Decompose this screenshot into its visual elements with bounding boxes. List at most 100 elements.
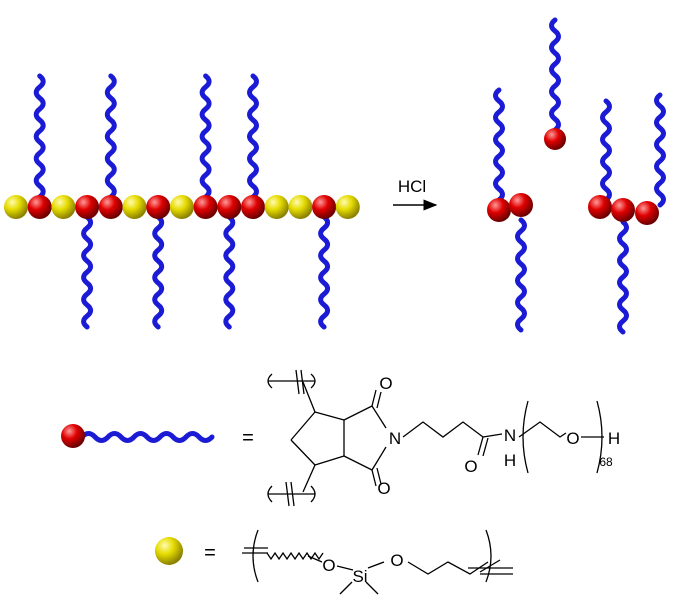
peg-left-bracket	[522, 400, 529, 474]
pnb-ring-bond-2	[290, 439, 316, 466]
imide-co-top-2	[376, 391, 382, 409]
red-bead	[312, 195, 337, 219]
red-bead	[241, 195, 265, 219]
fragment-chain-up	[493, 87, 505, 203]
legend-yellow-bead	[155, 537, 183, 565]
fragment-chain-down	[617, 219, 629, 335]
red-bead	[146, 195, 171, 219]
atom-o-top: O	[379, 374, 392, 393]
pnb-ring-bond-3	[314, 455, 345, 466]
pnb-ring-bond-5	[314, 411, 345, 421]
butyl-linker	[402, 421, 484, 438]
red-bead	[588, 195, 612, 219]
red-bead	[193, 195, 218, 219]
siloxane-si-o-right	[367, 561, 385, 569]
reagent-label: HCl	[398, 177, 426, 196]
amide-co-1	[477, 436, 484, 456]
yellow-bead	[4, 195, 28, 219]
red-bead	[509, 193, 533, 217]
atom-o-siloxane-right: O	[390, 551, 403, 570]
legend-equals-yellow: =	[204, 542, 216, 564]
imide-bond-1	[343, 405, 373, 421]
pnb-peg-structure	[267, 369, 604, 507]
pnb-top-double-1	[295, 369, 300, 395]
atom-o-ether: O	[566, 429, 579, 448]
fragment-chain-up	[654, 92, 666, 208]
legend-pnb-peg: =	[61, 424, 254, 449]
legend-chain-path	[79, 431, 215, 443]
pnb-peg-atoms: O O N O N H O H 68	[377, 374, 620, 498]
atom-o-bottom: O	[377, 479, 390, 498]
pnb-bottom-double-2	[290, 481, 295, 507]
siloxane-si-methyl-1	[339, 581, 353, 595]
atom-n-amide: N	[504, 426, 516, 445]
red-bead	[75, 195, 100, 219]
imide-co-bottom-1	[371, 469, 377, 487]
amide-co-2	[482, 437, 489, 457]
copolymer-chain-down	[223, 214, 236, 330]
copolymer-chain-up	[104, 73, 117, 200]
copolymer-chain-up	[199, 73, 212, 200]
atom-h-amide: H	[504, 451, 516, 470]
yellow-bead	[169, 195, 194, 219]
copolymer-peg-chains	[33, 73, 331, 330]
fragment-chain-up	[549, 17, 561, 133]
legend-siloxane: =	[155, 537, 216, 565]
pnb-bottom-vinyl	[302, 464, 316, 493]
copolymer-chain-down	[152, 214, 165, 330]
siloxane-right-bracket	[485, 529, 492, 583]
siloxane-atoms: O Si O	[322, 551, 403, 586]
red-bead	[635, 201, 659, 225]
pnb-ring-bond-1	[290, 411, 316, 441]
copolymer-chain-down	[81, 214, 94, 330]
imide-co-top-1	[371, 389, 377, 407]
atom-h-end: H	[608, 429, 620, 448]
imide-bond-3	[371, 405, 387, 429]
imide-bond-4	[371, 446, 387, 471]
siloxane-c-o-left	[307, 555, 323, 563]
red-bead	[98, 195, 123, 219]
yellow-bead	[122, 195, 147, 219]
fragment-beads	[487, 128, 659, 225]
legend-peg-chain	[79, 431, 215, 443]
copolymer-backbone	[4, 195, 360, 219]
copolymer-chain-down	[318, 214, 331, 330]
copolymer-chain-up	[247, 73, 259, 200]
red-bead	[611, 198, 635, 222]
red-bead	[487, 198, 511, 222]
peg-chain	[518, 421, 567, 438]
imide-bond-2	[343, 455, 373, 471]
siloxane-si-methyl-2	[365, 581, 379, 595]
fragment-chain-down	[515, 217, 527, 333]
siloxane-wavy-bond	[266, 551, 324, 561]
reaction-arrow-group: HCl	[393, 177, 438, 211]
yellow-bead	[335, 195, 360, 219]
legend-equals-red: =	[242, 427, 254, 449]
peg-repeat-count: 68	[599, 455, 613, 469]
fragment-chain-up	[600, 98, 612, 203]
atom-si: Si	[352, 567, 367, 586]
yellow-bead	[51, 195, 76, 219]
siloxane-propyl-chain	[407, 561, 489, 575]
red-bead	[544, 128, 566, 150]
red-bead	[27, 195, 52, 219]
siloxane-left-bracket	[252, 529, 259, 583]
degradation-products	[487, 17, 666, 335]
siloxane-structure	[242, 529, 513, 595]
atom-o-siloxane-left: O	[322, 556, 335, 575]
atom-o-amide: O	[464, 457, 477, 476]
siloxane-o-si-left	[336, 565, 354, 571]
yellow-bead	[288, 195, 313, 219]
imide-co-bottom-2	[376, 467, 382, 485]
copolymer-brush	[4, 73, 360, 330]
copolymer-chain-up	[33, 73, 46, 200]
red-bead	[217, 195, 242, 219]
amide-cn	[482, 433, 503, 438]
yellow-bead	[264, 195, 289, 219]
pnb-top-vinyl	[302, 381, 316, 413]
atom-n-imide: N	[389, 429, 401, 448]
legend-red-bead	[61, 424, 85, 448]
pnb-top-double-2	[300, 369, 305, 395]
